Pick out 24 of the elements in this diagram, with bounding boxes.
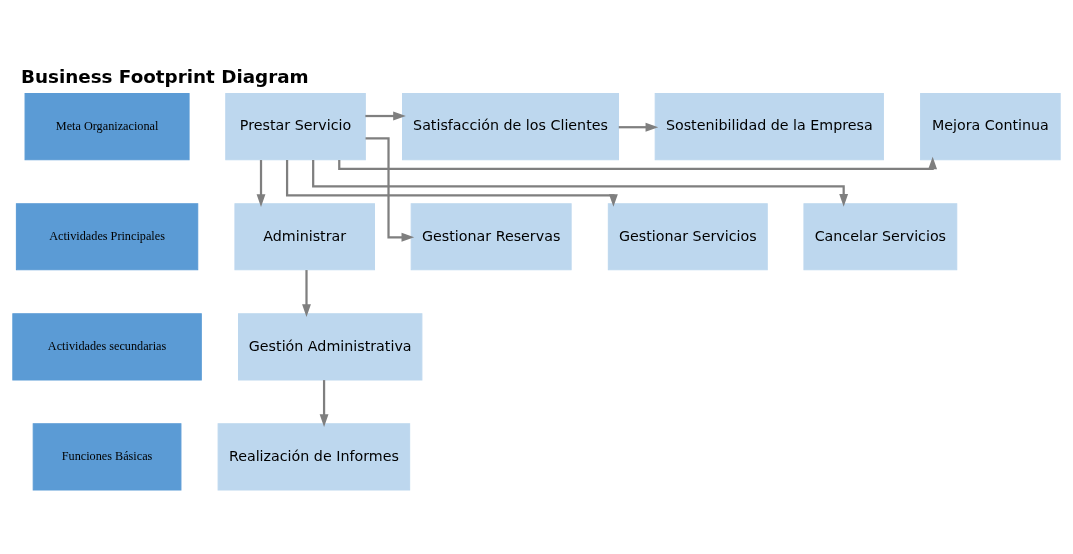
node-box: Actividades Principales xyxy=(15,202,199,270)
node-box: Funciones Básicas xyxy=(32,422,182,490)
arrow xyxy=(285,159,618,207)
node-box: Mejora Continua xyxy=(920,92,1061,160)
node-box: Realización de Informes xyxy=(217,422,411,490)
node-box: Meta Organizacional xyxy=(24,92,190,160)
node-box: Actividades secundarias xyxy=(12,312,202,380)
arrow xyxy=(256,159,266,207)
arrow xyxy=(338,156,938,170)
node-box: Cancelar Servicios xyxy=(803,202,958,270)
arrow xyxy=(302,269,311,317)
diagram-title: Business Footprint Diagram xyxy=(20,65,309,87)
node-box: Gestionar Reservas xyxy=(410,202,572,270)
node-box: Gestión Administrativa xyxy=(238,312,423,380)
arrow xyxy=(618,122,659,132)
node-box: Sostenibilidad de la Empresa xyxy=(654,92,884,160)
node-box: Prestar Servicio xyxy=(225,92,366,160)
arrow xyxy=(319,379,329,427)
arrow xyxy=(365,136,415,242)
arrow xyxy=(365,111,406,120)
arrow xyxy=(312,159,849,207)
node-box: Administrar xyxy=(234,202,375,270)
node-box: Gestionar Servicios xyxy=(607,202,768,270)
node-box: Satisfacción de los Clientes xyxy=(402,92,620,160)
